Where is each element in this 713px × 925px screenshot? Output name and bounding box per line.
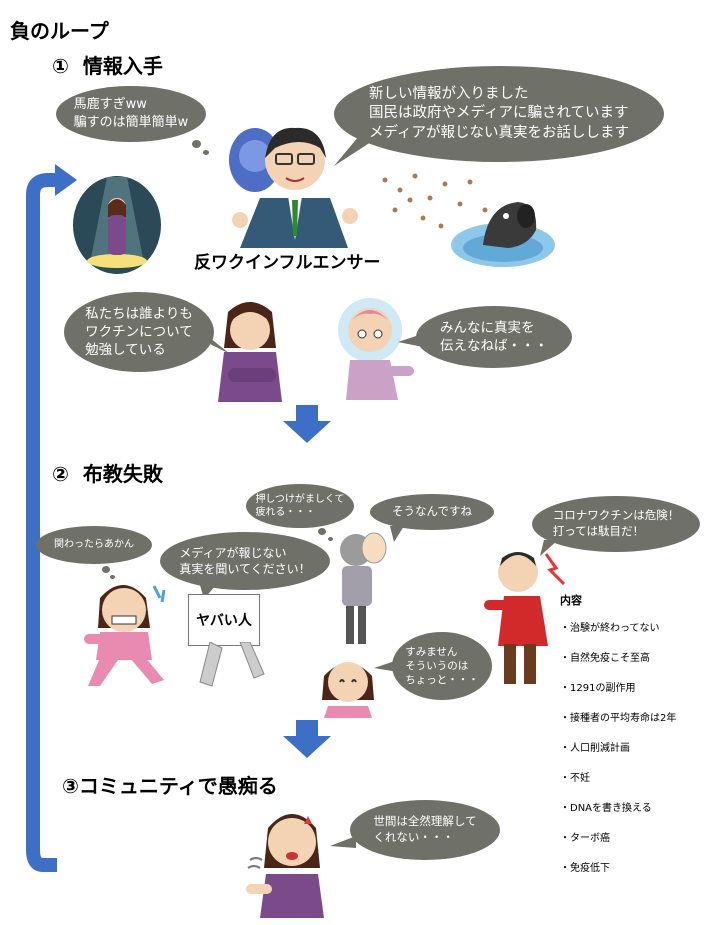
- bubble-truth-text: みんなに真実を 伝えなねば・・・: [440, 319, 548, 354]
- down-arrow-2: [283, 720, 331, 758]
- section-1-heading: ① 情報入手: [52, 54, 163, 78]
- bubble-seken-text: 世間は全然理解して くれない・・・: [373, 814, 477, 844]
- bubble-study-text: 私たちは誰よりも ワクチンについて 勉強している: [85, 305, 193, 359]
- angry-man-illustration: [484, 552, 566, 684]
- bubble-sumimasen-text: すみません そういうのは ちょっと・・・: [405, 645, 479, 687]
- yabai-paper-creature: ヤバい人: [188, 594, 260, 646]
- bubble-pointer: [374, 660, 398, 672]
- spotlight-woman-illustration: [73, 176, 161, 274]
- paper-creature-legs: [199, 642, 265, 687]
- content-list-item: ・不妊: [560, 773, 590, 784]
- content-list: ・治験が終わってない ・自然免疫こそ至高 ・1291の副作用 ・接種者の平均寿命…: [560, 606, 676, 891]
- bubble-tail: [110, 575, 115, 579]
- loop-arrow: [26, 164, 77, 872]
- bubble-corona-text: コロナワクチンは危険！ 打っては駄目だ！: [552, 508, 680, 538]
- bubble-pointer: [200, 330, 230, 354]
- bubble-pointer: [398, 332, 428, 348]
- brainwashed-woman-illustration: [338, 298, 414, 400]
- content-list-item: ・接種者の平均寿命は2年: [560, 713, 677, 724]
- influencer-illustration: [229, 127, 358, 248]
- smiling-girl-illustration: [322, 662, 374, 718]
- bubble-pointer: [390, 526, 404, 542]
- bubble-kakawaru: 関わったらあかん: [36, 526, 152, 564]
- bubble-pointer: [330, 836, 356, 848]
- bubble-study: 私たちは誰よりも ワクチンについて 勉強している: [64, 292, 214, 372]
- confident-woman-illustration: [218, 302, 282, 402]
- bubble-baka: 馬鹿すぎww 騙すのは簡単簡単w: [56, 86, 206, 142]
- bubble-media-text: メディアが報じない 真実を聞いてください！: [179, 545, 311, 576]
- content-list-item: ・ターボ癌: [560, 833, 610, 844]
- bubble-oshitsuke-text: 押しつけがましくて 疲れる・・・: [255, 493, 345, 519]
- down-arrow-1: [283, 405, 331, 443]
- section-3-heading: ③コミュニティで愚痴る: [62, 774, 278, 798]
- content-list-item: ・人口削減計画: [560, 743, 630, 754]
- bubble-tail: [328, 537, 333, 541]
- scattered-bait-dots: [382, 173, 488, 229]
- bubble-tail: [192, 140, 201, 148]
- content-list-item: ・治験が終わってない: [560, 623, 660, 634]
- bubble-pointer: [334, 130, 374, 166]
- sighing-woman-illustration: [246, 814, 324, 918]
- page-title: 負のループ: [10, 19, 109, 43]
- bubble-tail: [203, 150, 209, 155]
- bubble-influencer-text: 新しい情報が入りました 国民は政府やメディアに騙されています メディアが報じない…: [369, 85, 629, 141]
- content-list-heading: 内容: [560, 594, 582, 607]
- content-list-item: ・免疫低下: [560, 863, 610, 874]
- running-away-woman-illustration: [84, 585, 166, 686]
- bubble-baka-text: 馬鹿すぎww 騙すのは簡単簡単w: [73, 97, 189, 130]
- bubble-media: メディアが報じない 真実を聞いてください！: [160, 532, 330, 590]
- bubble-pointer: [540, 540, 558, 556]
- bubble-truth: みんなに真実を 伝えなねば・・・: [416, 306, 572, 368]
- bubble-sounan-text: そうなんですね: [392, 504, 472, 519]
- bubble-tail: [102, 566, 110, 573]
- bubble-seken: 世間は全然理解して くれない・・・: [350, 800, 500, 860]
- section-2-heading: ② 布教失敗: [52, 462, 163, 486]
- bubble-kakawaru-text: 関わったらあかん: [54, 539, 134, 551]
- bubble-oshitsuke: 押しつけがましくて 疲れる・・・: [246, 484, 354, 528]
- influencer-caption: 反ワクインフルエンサー: [194, 253, 381, 273]
- bubble-influencer: 新しい情報が入りました 国民は政府やメディアに騙されています メディアが報じない…: [334, 66, 664, 162]
- content-list-item: ・DNAを書き換える: [560, 803, 652, 814]
- bubble-tail: [318, 528, 326, 535]
- bubble-sounan: そうなんですね: [370, 494, 494, 530]
- yabai-paper-label: ヤバい人: [196, 613, 252, 629]
- content-list-item: ・1291の副作用: [560, 683, 636, 694]
- content-list-item: ・自然免疫こそ至高: [560, 653, 650, 664]
- fish-in-pond-illustration: [451, 202, 555, 267]
- bubble-corona: コロナワクチンは危険！ 打っては駄目だ！: [532, 496, 700, 552]
- bubble-sumimasen: すみません そういうのは ちょっと・・・: [392, 632, 492, 700]
- masked-woman-illustration: [340, 532, 387, 644]
